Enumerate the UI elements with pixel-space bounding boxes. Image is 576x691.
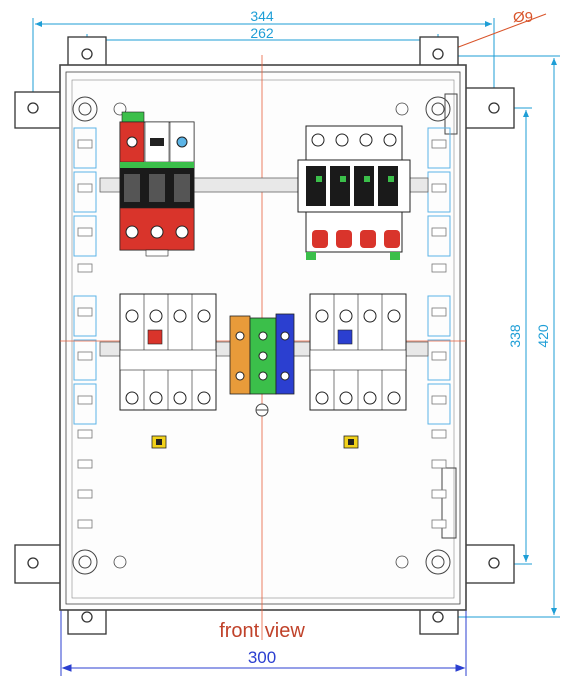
bottom-dimension	[60, 610, 467, 676]
circuit-breakers-top	[297, 125, 411, 260]
breaker-block-right	[309, 293, 407, 411]
side-slots	[77, 139, 447, 529]
view-caption: front view	[219, 620, 305, 642]
dim-hole-diameter: Ø9	[513, 9, 533, 26]
dim-enclosure-width: 300	[248, 648, 276, 667]
surge-protector	[119, 111, 195, 257]
side-glands	[73, 127, 451, 425]
dim-height-inner: 338	[507, 324, 523, 348]
yellow-labels	[151, 435, 359, 449]
terminal-blocks	[229, 313, 295, 417]
dim-overall-width: 344	[250, 8, 274, 24]
dim-hole-spacing: 262	[250, 25, 274, 41]
breaker-block-left	[119, 293, 217, 411]
dim-height-outer: 420	[535, 324, 551, 348]
